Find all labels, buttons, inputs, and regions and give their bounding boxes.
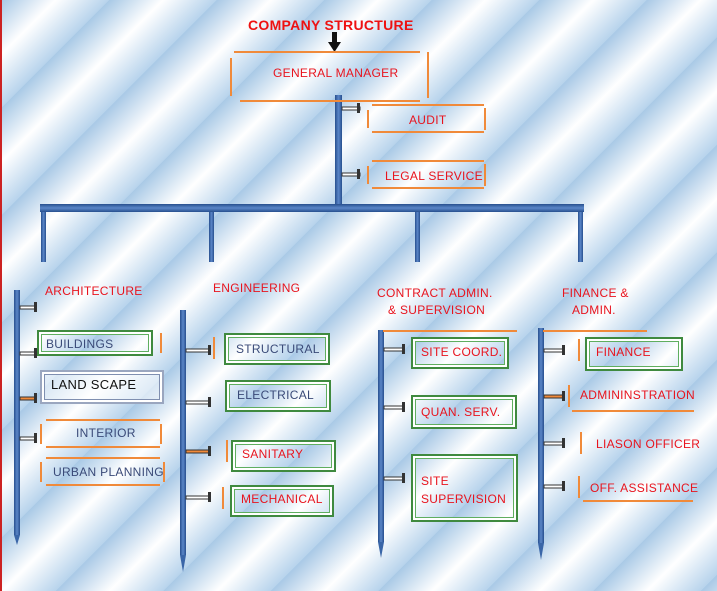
- engineering-heading: ENGINEERING: [213, 281, 301, 295]
- finance-spine: [538, 328, 544, 560]
- urban-planning-label: URBAN PLANNING: [53, 465, 164, 479]
- landscape-box: [40, 370, 164, 404]
- site-coord-label: SITE COORD.: [421, 345, 503, 359]
- engineering-branch-caps: [208, 345, 211, 502]
- architecture-branch-caps: [34, 302, 37, 443]
- site-supervision-label-line1: SITE: [421, 474, 449, 488]
- contract-branch-caps: [402, 344, 405, 483]
- buildings-label: BUILDINGS: [46, 337, 114, 351]
- finance-branch-caps: [562, 345, 565, 491]
- finance-heading-line2: ADMIN.: [572, 303, 616, 317]
- contract-branches: [383, 347, 405, 481]
- quan-serv-box: [411, 395, 517, 429]
- mechanical-box: [230, 485, 334, 517]
- administration-label: ADMININSTRATION: [580, 388, 695, 402]
- drop-engineering: [209, 212, 214, 262]
- electrical-box: [225, 380, 331, 412]
- quan-serv-label: QUAN. SERV.: [421, 405, 501, 419]
- architecture-spine: [14, 290, 20, 545]
- general-manager-label: GENERAL MANAGER: [273, 66, 399, 80]
- contract-heading-underline: [383, 330, 517, 332]
- landscape-label: LAND SCAPE: [51, 377, 137, 392]
- site-supervision-label-line2: SUPERVISION: [421, 492, 507, 506]
- architecture-heading: ARCHITECTURE: [45, 284, 143, 298]
- engineering-spine: [180, 310, 186, 572]
- main-horizontal-bar: [40, 204, 584, 212]
- finance-box: [585, 337, 683, 371]
- electrical-label: ELECTRICAL: [237, 388, 315, 402]
- drop-architecture: [41, 212, 46, 262]
- structural-box: [224, 333, 330, 365]
- legal-connector: [341, 169, 361, 179]
- sanitary-label: SANITARY: [242, 447, 304, 461]
- finance-label: FINANCE: [596, 345, 651, 359]
- finance-branches: [543, 348, 565, 489]
- chart-title: COMPANY STRUCTURE: [248, 17, 414, 33]
- contract-heading-line1: CONTRACT ADMIN.: [377, 286, 493, 300]
- mechanical-label: MECHANICAL: [241, 492, 323, 506]
- liason-officer-label: LIASON OFFICER: [596, 437, 701, 451]
- contract-heading-line2: & SUPERVISION: [388, 303, 486, 317]
- structural-label: STRUCTURAL: [236, 342, 320, 356]
- buildings-box: [37, 330, 153, 356]
- interior-label: INTERIOR: [76, 426, 136, 440]
- site-supervision-box: [411, 454, 518, 522]
- drop-finance: [578, 212, 583, 262]
- finance-heading-line1: FINANCE &: [562, 286, 629, 300]
- site-coord-box: [411, 337, 509, 369]
- gm-trunk: [335, 95, 342, 205]
- engineering-branches: [185, 348, 211, 500]
- finance-heading-underline: [543, 330, 647, 332]
- audit-connector: [341, 103, 361, 113]
- contract-spine: [378, 330, 384, 558]
- audit-label: AUDIT: [409, 113, 447, 127]
- off-assistance-label: OFF. ASSISTANCE: [590, 481, 699, 495]
- architecture-branches: [19, 305, 37, 441]
- drop-contract: [415, 212, 420, 262]
- legal-service-label: LEGAL SERVICE: [385, 169, 483, 183]
- title-down-arrow: [328, 32, 341, 52]
- sanitary-box: [231, 440, 336, 472]
